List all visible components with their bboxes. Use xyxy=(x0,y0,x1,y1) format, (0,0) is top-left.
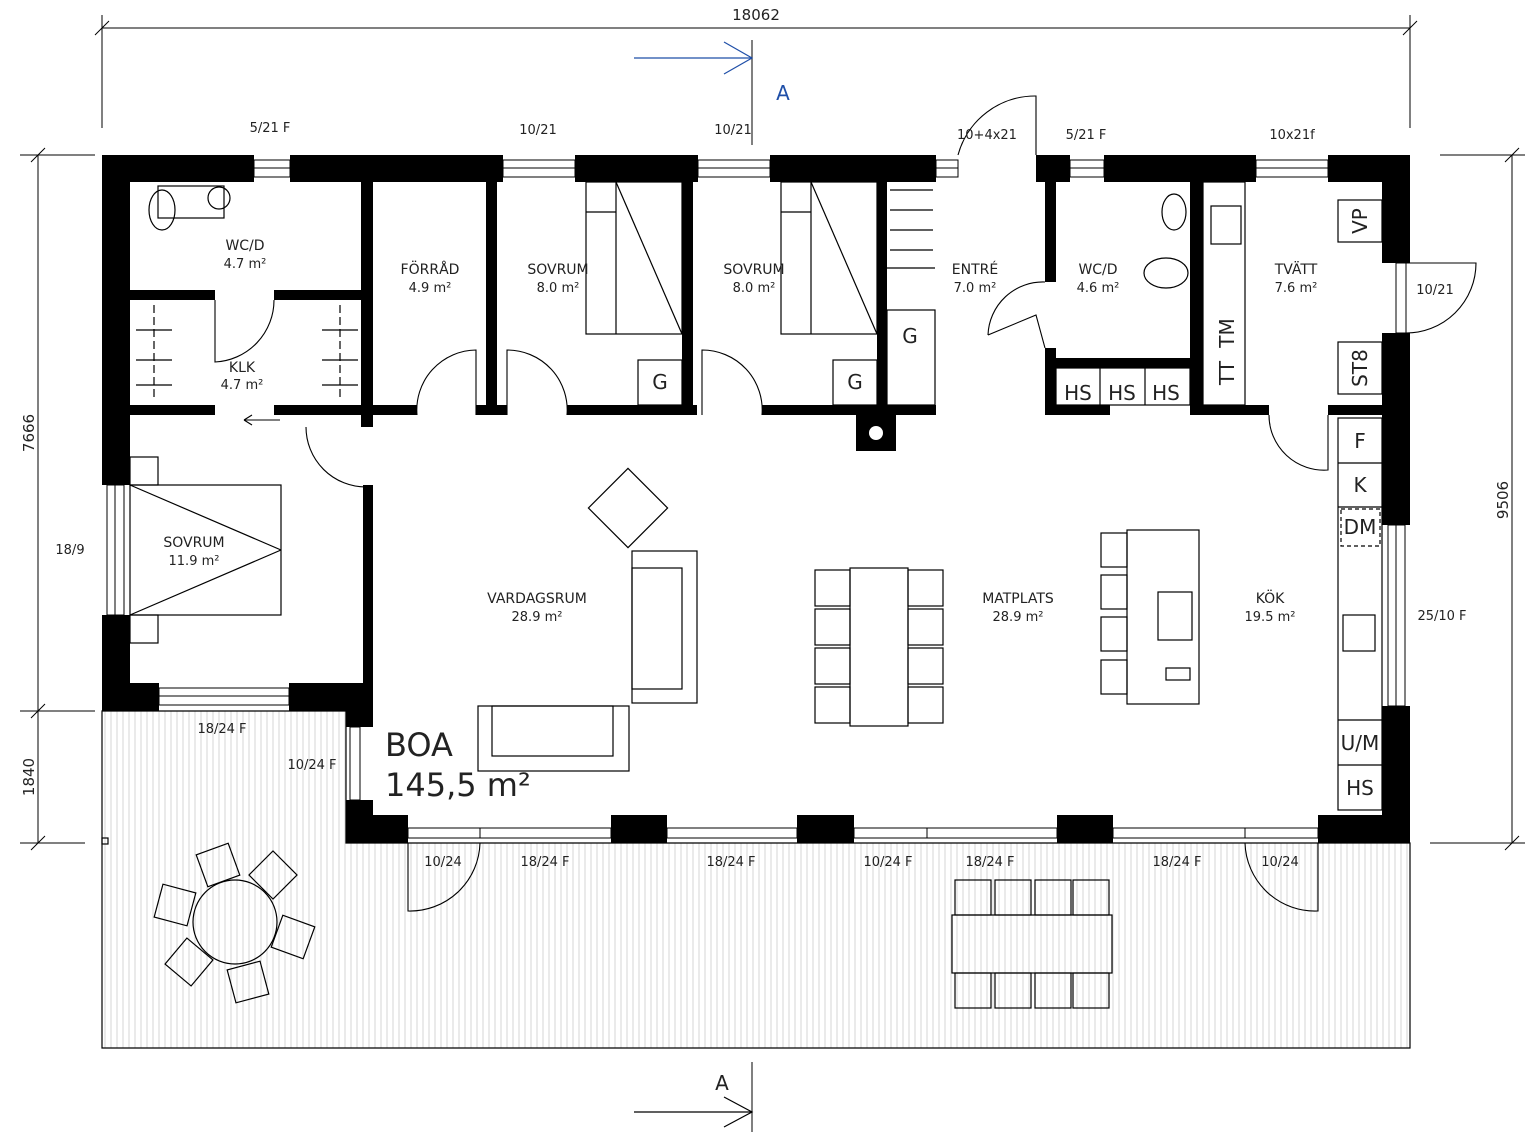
section-label-top: A xyxy=(776,81,790,105)
fridge-label: F xyxy=(1354,429,1366,453)
dim-total-width: 18062 xyxy=(732,6,780,24)
gas-label-2: G xyxy=(847,370,863,394)
room-name-sovrum-1: SOVRUM xyxy=(527,262,588,278)
hs-label-2: HS xyxy=(1108,381,1136,405)
opening-label: 10/24 xyxy=(424,855,461,870)
dim-height-total: 9506 xyxy=(1494,481,1512,519)
room-name-forrad: FÖRRÅD xyxy=(401,260,460,278)
room-area-kok: 19.5 m² xyxy=(1245,610,1296,625)
gas-label-1: G xyxy=(652,370,668,394)
opening-label: 10x21f xyxy=(1269,128,1315,143)
room-name-sovrum-3: SOVRUM xyxy=(163,535,224,551)
doors xyxy=(214,95,1477,912)
room-name-tvatt: TVÄTT xyxy=(1274,260,1318,278)
opening-label: 10/21 xyxy=(714,123,751,138)
vp-label: VP xyxy=(1348,208,1372,234)
oven-label: U/M xyxy=(1341,731,1380,755)
room-labels: WC/D 4.7 m² FÖRRÅD 4.9 m² SOVRUM 8.0 m² … xyxy=(163,238,1317,625)
exterior-walls xyxy=(102,155,1410,843)
dimension-lines xyxy=(20,15,1525,851)
tm-label: TM xyxy=(1215,318,1239,348)
opening-label: 10/24 F xyxy=(287,758,336,773)
opening-label: 10+4x21 xyxy=(957,128,1017,143)
room-area-klk: 4.7 m² xyxy=(221,378,264,393)
opening-label: 10/24 F xyxy=(863,855,912,870)
room-area-sovrum-1: 8.0 m² xyxy=(537,281,580,296)
windows xyxy=(106,159,1407,839)
section-marker-bottom: A xyxy=(634,1062,754,1132)
opening-label: 10/21 xyxy=(1416,283,1453,298)
hs-label-1: HS xyxy=(1064,381,1092,405)
dim-height-deck: 1840 xyxy=(20,758,38,796)
room-name-vardagsrum: VARDAGSRUM xyxy=(487,591,587,607)
dim-height-main: 7666 xyxy=(20,414,38,452)
room-name-kok: KÖK xyxy=(1256,589,1285,607)
room-area-tvatt: 7.6 m² xyxy=(1275,281,1318,296)
room-area-wc-right: 4.6 m² xyxy=(1077,281,1120,296)
freezer-label: K xyxy=(1353,473,1367,497)
st8-label: ST8 xyxy=(1348,349,1372,387)
dishwasher-label: DM xyxy=(1344,515,1377,539)
room-name-entre: ENTRÉ xyxy=(952,261,998,278)
opening-label: 18/24 F xyxy=(965,855,1014,870)
fixture-labels: G G G HS HS HS TT TM VP ST8 F K DM U/M H… xyxy=(652,208,1379,800)
room-name-sovrum-2: SOVRUM xyxy=(723,262,784,278)
opening-label: 10/24 xyxy=(1261,855,1298,870)
opening-label: 18/9 xyxy=(55,543,84,558)
room-area-entre: 7.0 m² xyxy=(954,281,997,296)
opening-label: 18/24 F xyxy=(197,722,246,737)
opening-label: 18/24 F xyxy=(706,855,755,870)
room-name-wc-left: WC/D xyxy=(225,238,264,254)
room-name-wc-right: WC/D xyxy=(1078,262,1117,278)
total-area-value: 145,5 m² xyxy=(385,766,531,804)
opening-label: 18/24 F xyxy=(1152,855,1201,870)
room-area-forrad: 4.9 m² xyxy=(409,281,452,296)
room-area-sovrum-2: 8.0 m² xyxy=(733,281,776,296)
interior-walls xyxy=(130,182,1382,451)
total-area-label: BOA xyxy=(385,726,453,764)
opening-labels: 5/21 F 10/21 10/21 10+4x21 5/21 F 10x21f… xyxy=(55,121,1466,870)
furniture xyxy=(129,181,1383,1009)
section-marker-top: A xyxy=(634,40,790,145)
gas-label-3: G xyxy=(902,324,918,348)
tt-label: TT xyxy=(1215,360,1239,386)
room-name-matplats: MATPLATS xyxy=(982,591,1054,607)
opening-label: 10/21 xyxy=(519,123,556,138)
room-area-wc-left: 4.7 m² xyxy=(224,257,267,272)
room-name-klk: KLK xyxy=(229,360,256,376)
room-area-vardagsrum: 28.9 m² xyxy=(512,610,563,625)
section-label-bottom: A xyxy=(715,1071,729,1095)
opening-label: 25/10 F xyxy=(1417,609,1466,624)
room-area-matplats: 28.9 m² xyxy=(993,610,1044,625)
hs-label-4: HS xyxy=(1346,776,1374,800)
opening-label: 18/24 F xyxy=(520,855,569,870)
opening-label: 5/21 F xyxy=(250,121,291,136)
opening-label: 5/21 F xyxy=(1066,128,1107,143)
hs-label-3: HS xyxy=(1152,381,1180,405)
room-area-sovrum-3: 11.9 m² xyxy=(169,554,220,569)
